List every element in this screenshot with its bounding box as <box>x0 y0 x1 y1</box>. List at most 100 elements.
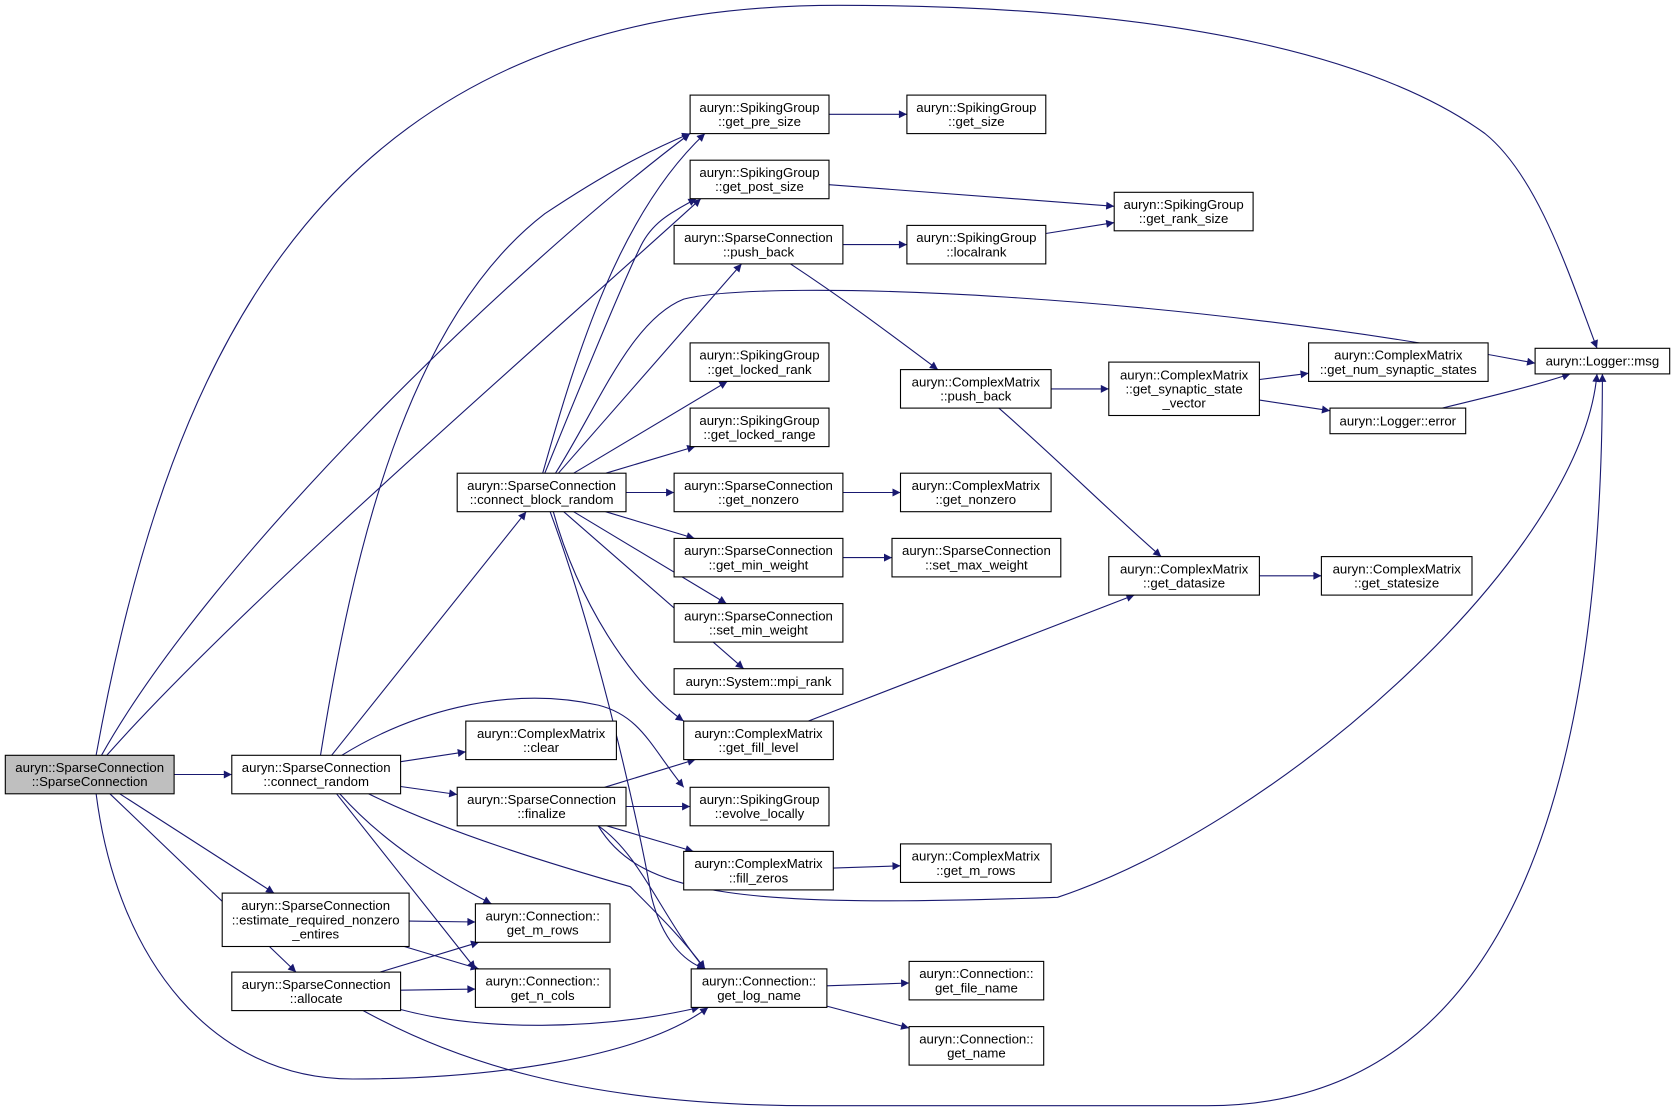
node-label-line: auryn::SparseConnection <box>467 792 616 807</box>
edge-conn_get_log_name-to-conn_get_file_name <box>826 979 910 988</box>
node-cm_get_m_rows[interactable]: auryn::ComplexMatrix::get_m_rows <box>899 843 1052 883</box>
node-label-line: auryn::SpikingGroup <box>916 100 1036 115</box>
edge-line <box>828 184 1115 210</box>
node-label-line: auryn::ComplexMatrix <box>912 374 1041 389</box>
node-sg_evolve_locally[interactable]: auryn::SpikingGroup::evolve_locally <box>689 786 830 827</box>
node-cm_fill_zeros[interactable]: auryn::ComplexMatrix::fill_zeros <box>683 850 834 891</box>
node-cm_push_back[interactable]: auryn::ComplexMatrix::push_back <box>899 369 1052 409</box>
edge-line <box>790 263 939 371</box>
node-sc_allocate[interactable]: auryn::SparseConnection::allocate <box>231 971 402 1012</box>
node-label-line: ::get_min_weight <box>709 557 809 572</box>
node-conn_get_n_cols[interactable]: auryn::Connection::get_n_cols <box>474 968 611 1008</box>
edge-sc_ctor-to-logger_msg <box>95 4 1598 756</box>
edge-line <box>573 380 728 474</box>
node-cm_clear[interactable]: auryn::ComplexMatrix::clear <box>465 720 617 761</box>
node-label-line: ::SparseConnection <box>32 774 148 789</box>
node-box <box>1534 347 1671 375</box>
edges-layer <box>95 4 1607 1107</box>
node-sc_connect_random[interactable]: auryn::SparseConnection::connect_random <box>231 754 402 795</box>
edge-line <box>833 862 901 871</box>
edge-cm_fill_zeros-to-cm_get_m_rows <box>833 862 901 871</box>
node-conn_get_file_name[interactable]: auryn::Connection::get_file_name <box>908 960 1045 1001</box>
node-sg_get_size[interactable]: auryn::SpikingGroup::get_size <box>906 94 1047 135</box>
node-sc_get_min_weight[interactable]: auryn::SparseConnection::get_min_weight <box>673 537 844 578</box>
node-cm_get_statesize[interactable]: auryn::ComplexMatrix::get_statesize <box>1320 556 1473 596</box>
node-sg_get_locked_rank[interactable]: auryn::SpikingGroup::get_locked_rank <box>689 342 830 382</box>
node-cm_get_datasize[interactable]: auryn::ComplexMatrix::get_datasize <box>1108 556 1260 596</box>
node-label-line: auryn::SpikingGroup <box>699 413 819 428</box>
node-sg_get_locked_range[interactable]: auryn::SpikingGroup::get_locked_range <box>689 407 830 448</box>
node-label-line: auryn::Connection:: <box>919 1031 1033 1046</box>
node-label-line: auryn::ComplexMatrix <box>1120 561 1249 576</box>
node-box <box>683 720 834 761</box>
edge-line <box>597 825 706 970</box>
node-box <box>1108 556 1260 596</box>
node-label-line: ::get_post_size <box>715 179 804 194</box>
node-sc_ctor[interactable]: auryn::SparseConnection::SparseConnectio… <box>4 754 175 795</box>
node-conn_get_log_name[interactable]: auryn::Connection::get_log_name <box>690 968 828 1008</box>
node-label-line: auryn::ComplexMatrix <box>912 478 1041 493</box>
node-cm_get_synaptic_state_vector[interactable]: auryn::ComplexMatrix::get_synaptic_state… <box>1108 361 1260 417</box>
node-conn_get_name[interactable]: auryn::Connection::get_name <box>908 1026 1045 1066</box>
node-label-line: ::get_m_rows <box>936 863 1016 878</box>
edge-sc_ctor-to-sc_estimate <box>119 793 275 894</box>
node-sc_set_min_weight[interactable]: auryn::SparseConnection::set_min_weight <box>673 603 844 643</box>
node-sc_connect_block_random[interactable]: auryn::SparseConnection::connect_block_r… <box>456 472 627 513</box>
node-label-line: ::get_locked_rank <box>707 362 812 377</box>
node-sc_set_max_weight[interactable]: auryn::SparseConnection::set_max_weight <box>891 537 1062 578</box>
node-conn_get_m_rows[interactable]: auryn::Connection::get_m_rows <box>474 903 611 943</box>
node-box <box>673 472 844 513</box>
node-label-line: auryn::SparseConnection <box>684 543 833 558</box>
node-label-line: ::set_max_weight <box>925 557 1028 572</box>
node-label-line: ::allocate <box>290 991 343 1006</box>
node-label-line: auryn::Logger::error <box>1340 414 1457 429</box>
edge-line <box>95 793 709 1080</box>
edge-line <box>336 793 476 970</box>
edge-sc_connect_block_random-to-sg_get_locked_range <box>605 444 696 474</box>
node-label-line: ::estimate_required_nonzero <box>232 912 400 927</box>
node-label-line: _entires <box>291 927 339 942</box>
edge-line <box>563 511 745 670</box>
node-sc_get_nonzero[interactable]: auryn::SparseConnection::get_nonzero <box>673 472 844 513</box>
node-sg_get_pre_size[interactable]: auryn::SpikingGroup::get_pre_size <box>689 94 830 135</box>
node-sys_mpi_rank[interactable]: auryn::System::mpi_rank <box>673 668 844 695</box>
edge-line <box>1259 399 1331 414</box>
node-label-line: auryn::SparseConnection <box>467 478 616 493</box>
node-label-line: _vector <box>1161 396 1206 411</box>
node-logger_error[interactable]: auryn::Logger::error <box>1329 407 1467 435</box>
node-cm_get_nonzero[interactable]: auryn::ComplexMatrix::get_nonzero <box>899 472 1052 513</box>
node-sc_finalize[interactable]: auryn::SparseConnection::finalize <box>456 786 627 827</box>
node-label-line: auryn::ComplexMatrix <box>1120 367 1249 382</box>
edge-line <box>404 945 479 971</box>
node-logger_msg[interactable]: auryn::Logger::msg <box>1534 347 1671 375</box>
edge-sc_finalize-to-cm_get_fill_level <box>604 758 696 788</box>
edge-line <box>998 407 1162 558</box>
node-sc_estimate[interactable]: auryn::SparseConnection::estimate_requir… <box>221 892 410 948</box>
node-label-line: auryn::SparseConnection <box>902 543 1051 558</box>
node-label-line: auryn::ComplexMatrix <box>1334 348 1463 363</box>
node-box <box>899 369 1052 409</box>
edge-sg_localrank-to-sg_get_rank_size <box>1045 219 1115 235</box>
node-label-line: ::connect_random <box>263 774 369 789</box>
node-label-line: ::push_back <box>940 389 1012 404</box>
node-box <box>673 603 844 643</box>
node-label-line: auryn::SpikingGroup <box>699 792 819 807</box>
node-sg_get_post_size[interactable]: auryn::SpikingGroup::get_post_size <box>689 159 830 200</box>
node-label-line: auryn::SparseConnection <box>684 478 833 493</box>
node-sg_get_rank_size[interactable]: auryn::SpikingGroup::get_rank_size <box>1113 191 1254 232</box>
edge-logger_error-to-logger_msg <box>1441 372 1571 409</box>
node-cm_get_num_synaptic_states[interactable]: auryn::ComplexMatrix::get_num_synaptic_s… <box>1308 342 1489 382</box>
node-label-line: ::evolve_locally <box>715 806 805 821</box>
edge-line <box>362 373 1607 1107</box>
edge-sc_finalize-to-conn_get_log_name <box>597 825 706 970</box>
node-box <box>908 960 1045 1001</box>
node-label-line: ::get_pre_size <box>718 114 801 129</box>
node-box <box>231 971 402 1012</box>
node-cm_get_fill_level[interactable]: auryn::ComplexMatrix::get_fill_level <box>683 720 834 761</box>
node-sg_localrank[interactable]: auryn::SpikingGroup::localrank <box>906 224 1047 265</box>
node-box <box>690 968 828 1008</box>
node-box <box>689 786 830 827</box>
edge-sc_connect_random-to-sg_evolve_locally <box>341 697 685 788</box>
node-sc_push_back[interactable]: auryn::SparseConnection::push_back <box>673 224 844 265</box>
edge-line <box>573 511 727 605</box>
